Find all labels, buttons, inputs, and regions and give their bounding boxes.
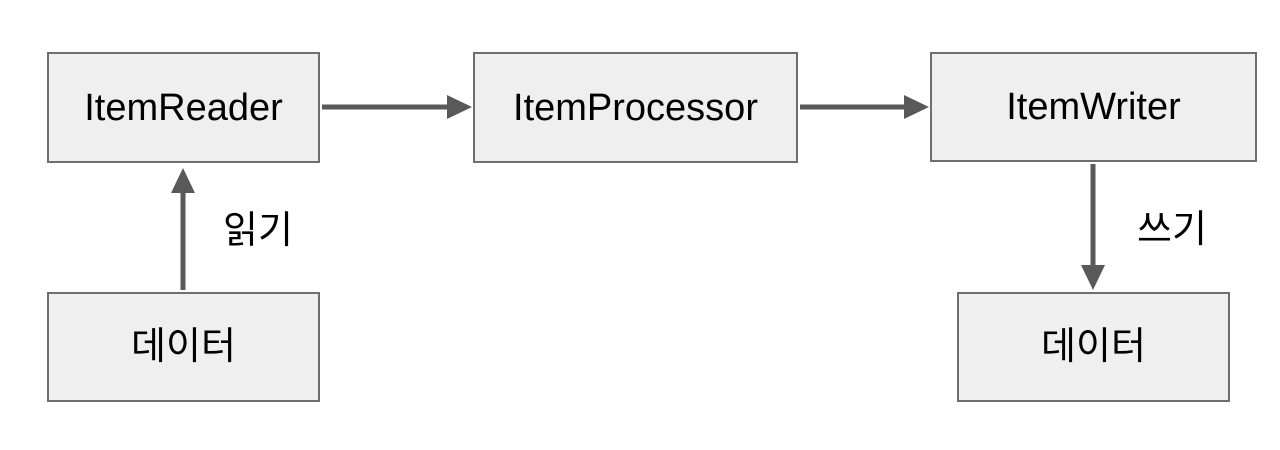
arrow-processor-to-writer [800,95,929,119]
node-item-processor: ItemProcessor [473,52,798,163]
node-item-writer: ItemWriter [930,52,1257,162]
arrow-reader-to-processor [322,95,472,119]
node-item-reader-label: ItemReader [84,86,283,129]
node-data-source: 데이터 [47,292,320,402]
node-item-writer-label: ItemWriter [1006,86,1181,128]
node-data-target: 데이터 [957,292,1230,402]
node-item-processor-label: ItemProcessor [513,86,758,129]
arrow-write [1081,164,1105,290]
node-data-target-label: 데이터 [1041,326,1146,368]
arrow-read [171,168,195,290]
node-item-reader: ItemReader [47,52,320,163]
node-data-source-label: 데이터 [131,326,236,368]
edge-label-read: 읽기 [223,210,293,252]
edge-label-write: 쓰기 [1137,209,1207,251]
